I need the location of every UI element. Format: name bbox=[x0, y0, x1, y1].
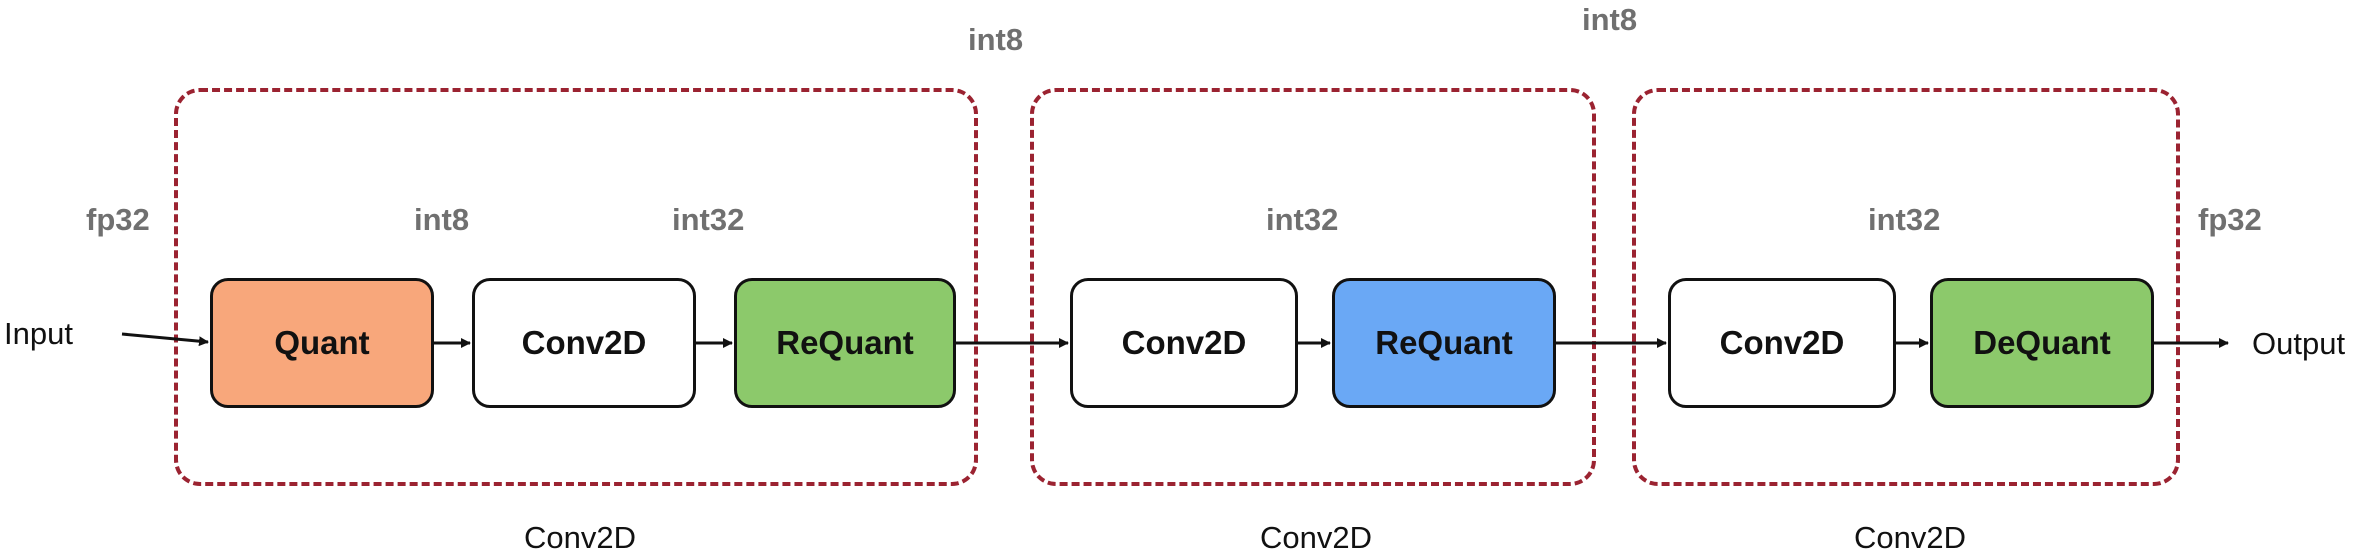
group-box-2 bbox=[1030, 88, 1596, 486]
dtype-after-conv-1: int32 bbox=[672, 202, 745, 237]
conv2d-node-2-label: Conv2D bbox=[1121, 324, 1247, 361]
group-label-3: Conv2D bbox=[1854, 520, 1966, 555]
group-box-3 bbox=[1632, 88, 2180, 486]
conv2d-node-1: Conv2D bbox=[472, 278, 696, 408]
group-label-2: Conv2D bbox=[1260, 520, 1372, 555]
dtype-between-1-2: int8 bbox=[968, 22, 1024, 57]
requant-node-1: ReQuant bbox=[734, 278, 956, 408]
input-label: Input bbox=[4, 316, 73, 351]
group-label-1: Conv2D bbox=[524, 520, 636, 555]
arrow-input-to-quant bbox=[121, 332, 209, 347]
requant-node-1-label: ReQuant bbox=[776, 324, 914, 361]
dtype-after-quant: int8 bbox=[414, 202, 470, 237]
conv2d-node-1-label: Conv2D bbox=[521, 324, 647, 361]
dtype-input: fp32 bbox=[86, 202, 150, 237]
quant-node: Quant bbox=[210, 278, 434, 408]
dtype-between-2-3: int8 bbox=[1582, 2, 1638, 37]
group-box-1 bbox=[174, 88, 978, 486]
dequant-node-label: DeQuant bbox=[1973, 324, 2111, 361]
conv2d-node-3: Conv2D bbox=[1668, 278, 1896, 408]
dequant-node: DeQuant bbox=[1930, 278, 2154, 408]
dtype-after-conv-2: int32 bbox=[1266, 202, 1339, 237]
output-label: Output bbox=[2252, 326, 2346, 361]
requant-node-2-label: ReQuant bbox=[1375, 324, 1513, 361]
requant-node-2: ReQuant bbox=[1332, 278, 1556, 408]
dtype-output: fp32 bbox=[2198, 202, 2262, 237]
quant-node-label: Quant bbox=[274, 324, 370, 361]
dtype-after-conv-3: int32 bbox=[1868, 202, 1941, 237]
conv2d-node-3-label: Conv2D bbox=[1719, 324, 1845, 361]
conv2d-node-2: Conv2D bbox=[1070, 278, 1298, 408]
